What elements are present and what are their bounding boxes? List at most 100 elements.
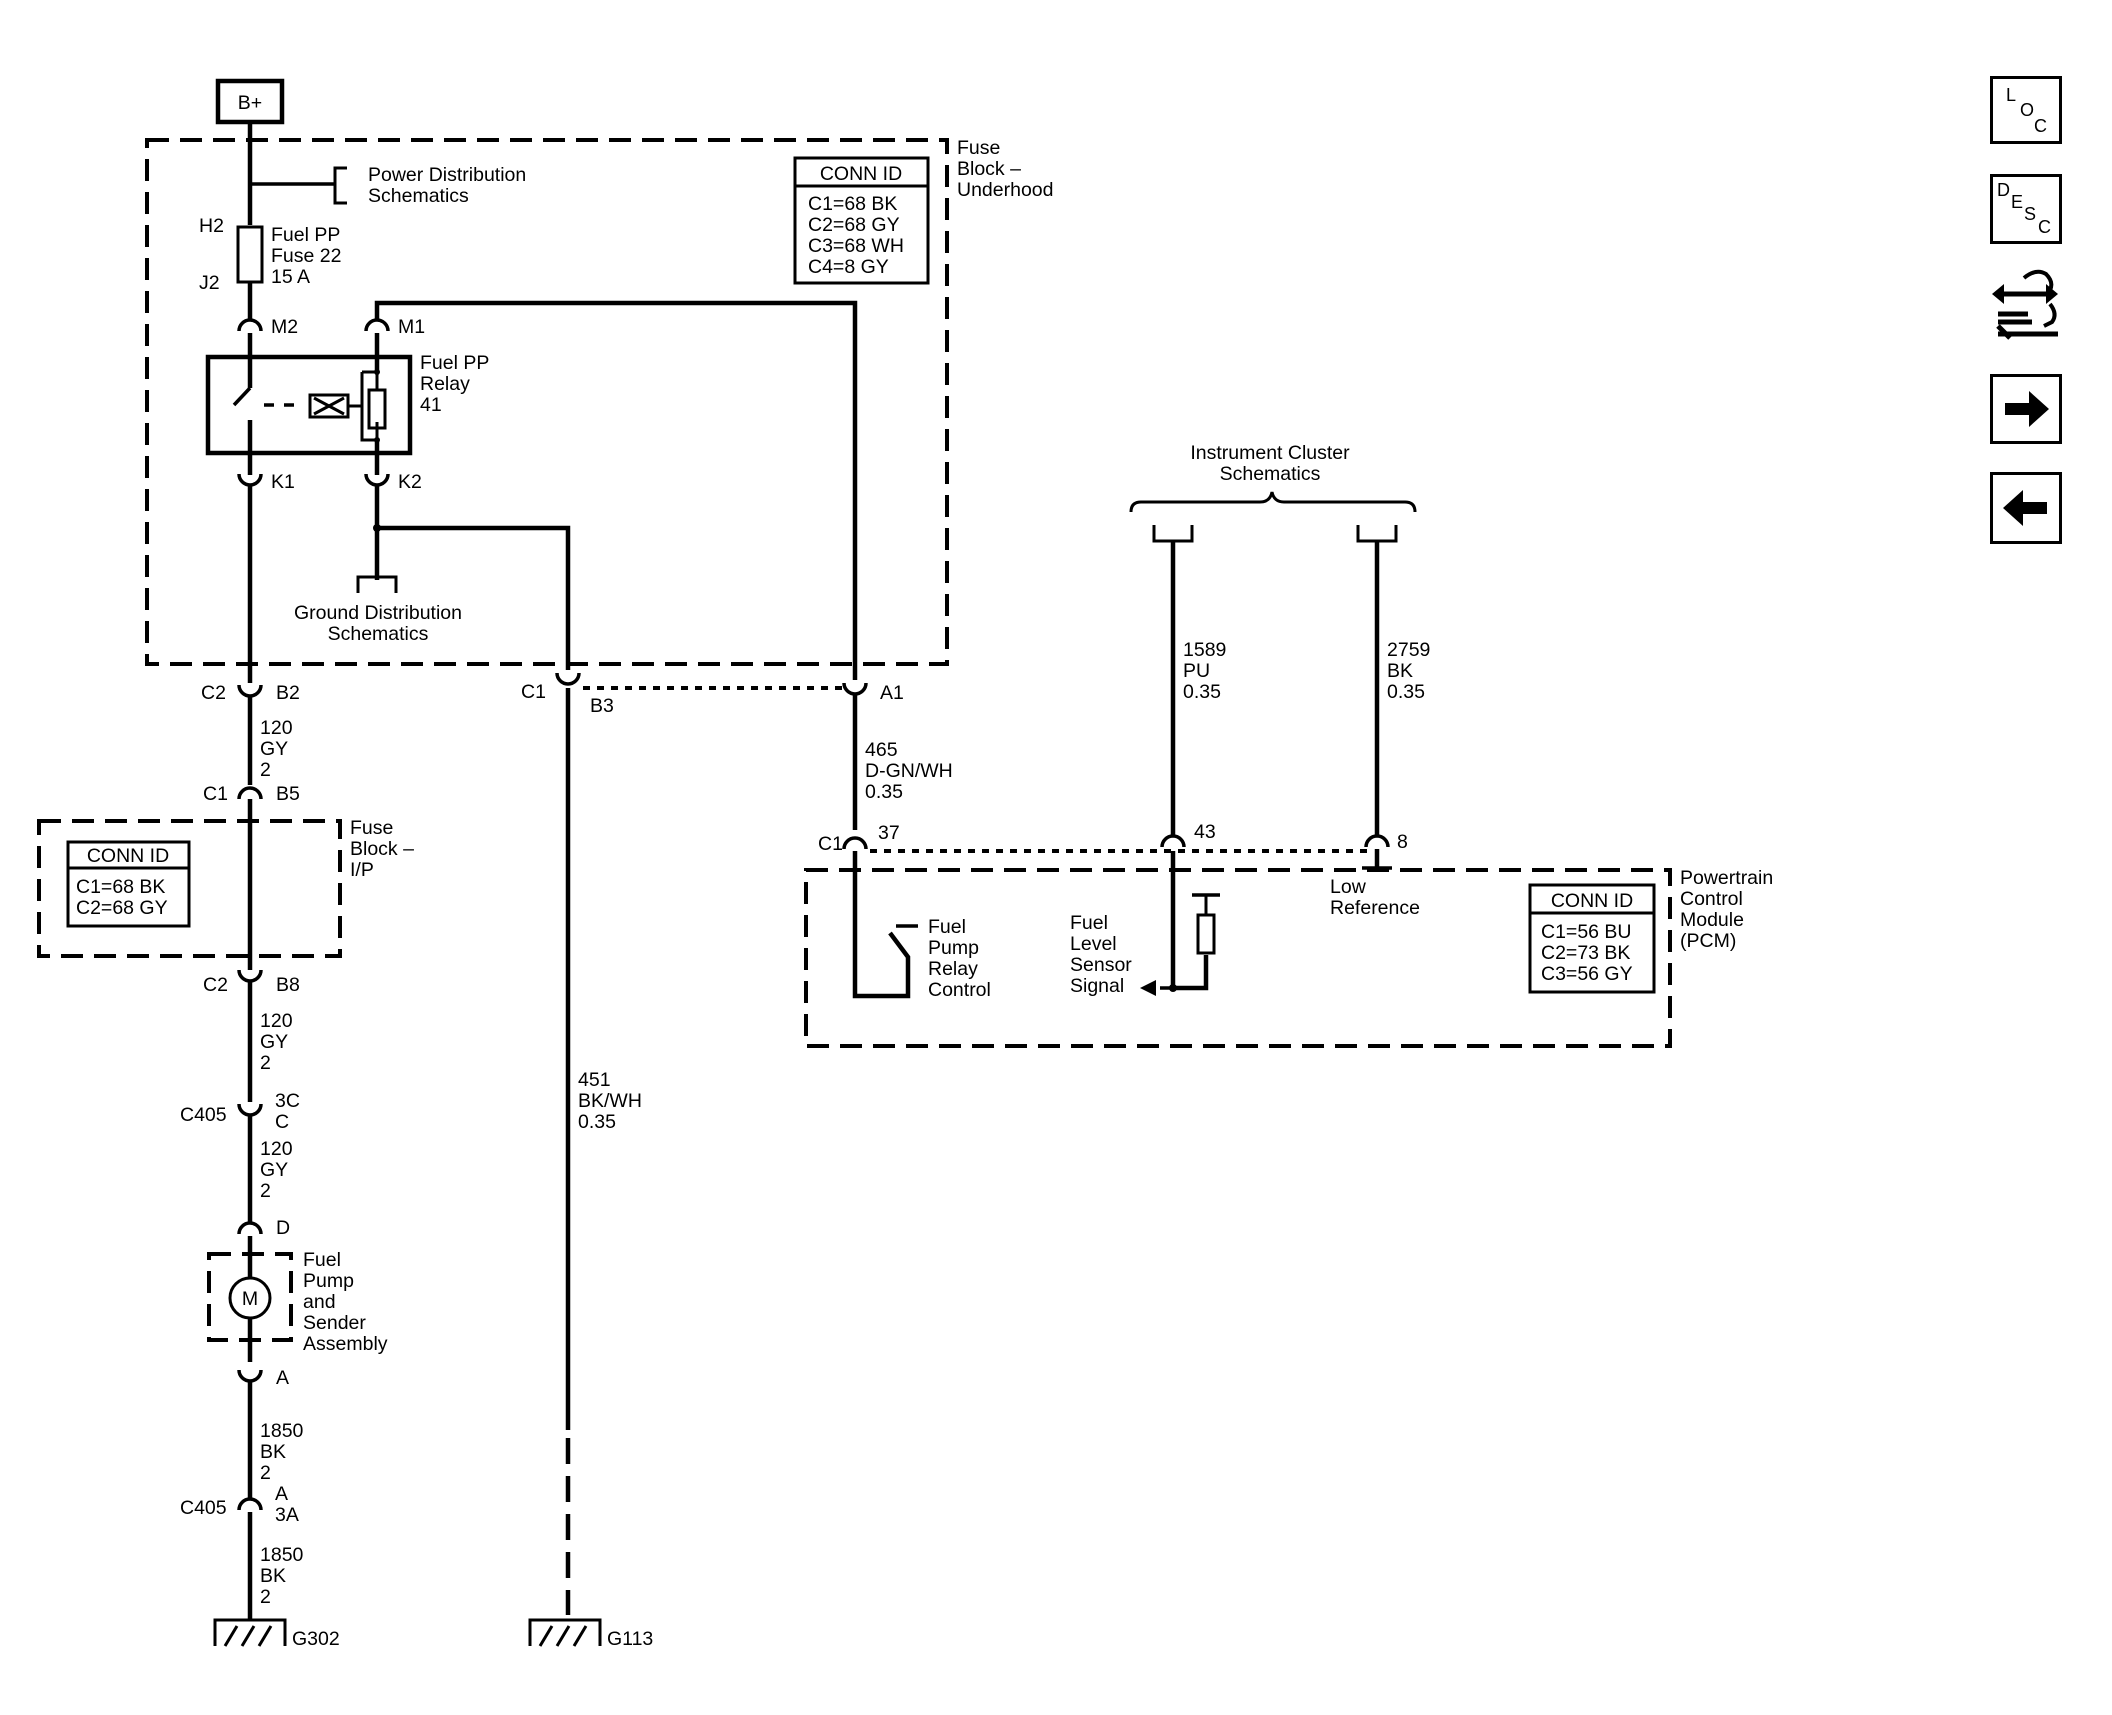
svg-text:1589: 1589: [1183, 639, 1226, 661]
svg-text:B5: B5: [276, 783, 300, 805]
svg-text:Underhood: Underhood: [957, 179, 1054, 201]
svg-text:Low: Low: [1330, 876, 1367, 898]
svg-text:Relay: Relay: [420, 373, 470, 395]
previous-page-button[interactable]: [1990, 472, 2062, 544]
wire-label-120-gy-b: 120 GY 2: [260, 1010, 293, 1074]
svg-text:GY: GY: [260, 1031, 288, 1053]
desc-letter-d: D: [1997, 180, 2010, 200]
connector-c2-b8: [237, 969, 263, 983]
svg-text:Pump: Pump: [928, 937, 979, 959]
connector-c405-lower: [237, 1497, 263, 1511]
svg-text:2: 2: [260, 1586, 271, 1608]
wire-label-1589: 1589 PU 0.35: [1183, 639, 1226, 703]
svg-text:C2=68 GY: C2=68 GY: [808, 214, 900, 236]
instrument-cluster-reference: Instrument Cluster Schematics: [1129, 442, 1417, 543]
ground-g113: G113: [528, 1618, 653, 1650]
svg-text:0.35: 0.35: [1387, 681, 1425, 703]
svg-text:2: 2: [260, 1462, 271, 1484]
connector-k1: [237, 473, 263, 487]
svg-text:BK: BK: [260, 1565, 286, 1587]
conn-id-table-pcm: CONN ID C1=56 BU C2=73 BK C3=56 GY: [1528, 883, 1656, 994]
svg-text:Fuel PP: Fuel PP: [271, 224, 340, 246]
svg-text:Signal: Signal: [1070, 975, 1124, 997]
svg-text:Block –: Block –: [350, 838, 414, 860]
loc-letter-c: C: [2034, 116, 2047, 136]
conn-id-table-underhood: CONN ID C1=68 BK C2=68 GY C3=68 WH C4=8 …: [793, 156, 930, 285]
wire-label-465: 465 D-GN/WH 0.35: [865, 739, 953, 803]
fuse-block-ip-label: Fuse Block – I/P: [350, 817, 414, 881]
svg-text:C: C: [275, 1111, 289, 1133]
fuse-block-underhood-boundary: [145, 138, 949, 666]
svg-text:C4=8 GY: C4=8 GY: [808, 256, 889, 278]
svg-text:15 A: 15 A: [271, 266, 310, 288]
svg-text:2: 2: [260, 1180, 271, 1202]
svg-text:C2: C2: [201, 682, 226, 704]
wire-label-120-gy-c: 120 GY 2: [260, 1138, 293, 1202]
svg-text:BK: BK: [1387, 660, 1413, 682]
svg-text:C2=68 GY: C2=68 GY: [76, 897, 168, 919]
loc-letter-o: O: [2020, 100, 2035, 120]
navigation-panel: L O C D E S C: [1988, 74, 2068, 554]
fuel-pp-relay: Fuel PP Relay 41: [205, 333, 489, 456]
desc-button[interactable]: D E S C: [1990, 174, 2062, 244]
svg-text:Level: Level: [1070, 933, 1117, 955]
svg-text:37: 37: [878, 822, 900, 844]
previous-page-arrow-icon: [2003, 490, 2047, 526]
svg-text:Fuse 22: Fuse 22: [271, 245, 341, 267]
svg-text:CONN ID: CONN ID: [87, 845, 169, 867]
svg-text:GY: GY: [260, 738, 288, 760]
fuse-block-underhood-label: Fuse Block – Underhood: [957, 137, 1054, 201]
svg-text:C1=68 BK: C1=68 BK: [76, 876, 165, 898]
pcm-relay-control-driver: Fuel Pump Relay Control: [852, 851, 991, 1001]
ground-distribution-reference: Ground Distribution Schematics: [294, 575, 462, 645]
svg-text:3C: 3C: [275, 1090, 300, 1112]
svg-text:Reference: Reference: [1330, 897, 1420, 919]
svg-text:Power Distribution: Power Distribution: [368, 164, 526, 186]
svg-text:0.35: 0.35: [865, 781, 903, 803]
connector-a1: [842, 682, 868, 696]
svg-text:GY: GY: [260, 1159, 288, 1181]
connector-c1-b5: [237, 786, 263, 800]
desc-letter-c: C: [2038, 217, 2051, 237]
svg-text:K2: K2: [398, 471, 422, 493]
svg-text:Fuse: Fuse: [957, 137, 1000, 159]
svg-text:120: 120: [260, 717, 293, 739]
svg-text:B3: B3: [590, 695, 614, 717]
svg-text:43: 43: [1194, 821, 1216, 843]
next-page-arrow-icon: [2005, 391, 2049, 427]
svg-text:2759: 2759: [1387, 639, 1430, 661]
svg-text:Schematics: Schematics: [1220, 463, 1321, 485]
svg-text:D: D: [276, 1217, 290, 1239]
svg-text:Sender: Sender: [303, 1312, 366, 1334]
svg-text:A: A: [276, 1367, 289, 1389]
svg-text:C405: C405: [180, 1497, 227, 1519]
wire-label-1850-bk-b: 1850 BK 2: [260, 1544, 304, 1608]
svg-text:Block –: Block –: [957, 158, 1021, 180]
svg-text:0.35: 0.35: [1183, 681, 1221, 703]
connector-views-button[interactable]: [1988, 264, 2064, 348]
svg-text:A1: A1: [880, 682, 904, 704]
svg-text:451: 451: [578, 1069, 611, 1091]
svg-text:C2: C2: [203, 974, 228, 996]
svg-text:0.35: 0.35: [578, 1111, 616, 1133]
loc-button[interactable]: L O C: [1990, 76, 2062, 144]
battery-power-symbol: B+: [215, 78, 285, 125]
wire-label-2759: 2759 BK 0.35: [1387, 639, 1430, 703]
svg-text:A: A: [275, 1483, 288, 1505]
desc-letter-e: E: [2011, 192, 2024, 212]
connector-c2-b2: [237, 684, 263, 698]
svg-text:1850: 1850: [260, 1544, 304, 1566]
next-page-button[interactable]: [1990, 374, 2062, 444]
svg-text:PU: PU: [1183, 660, 1210, 682]
svg-text:C1: C1: [521, 681, 546, 703]
svg-text:Pump: Pump: [303, 1270, 354, 1292]
svg-text:Ground Distribution: Ground Distribution: [294, 602, 462, 624]
connector-views-icon: [1992, 269, 2058, 340]
fuse-22: H2 J2 Fuel PP Fuse 22 15 A: [199, 215, 341, 294]
pcm-pin-43: [1160, 834, 1186, 848]
svg-text:120: 120: [260, 1010, 293, 1032]
svg-text:Schematics: Schematics: [328, 623, 429, 645]
pcm-boundary: [804, 868, 1672, 1048]
svg-text:Relay: Relay: [928, 958, 978, 980]
svg-text:Powertrain: Powertrain: [1680, 867, 1773, 889]
